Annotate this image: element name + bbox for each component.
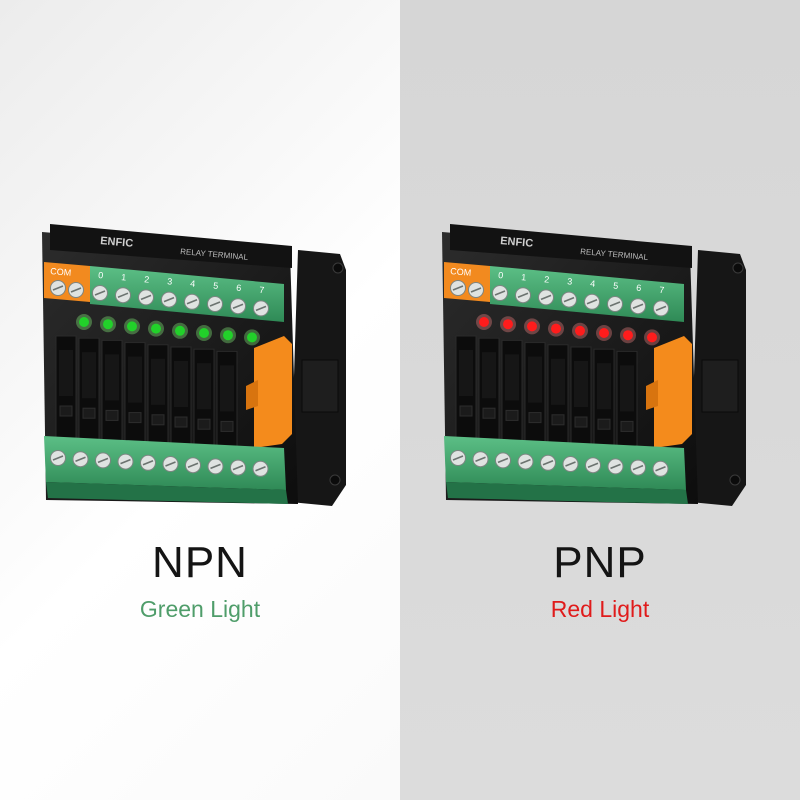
- release-lever: [254, 336, 292, 448]
- led-7: [247, 332, 257, 343]
- din-clip: [301, 359, 339, 413]
- relay-print-1: [482, 352, 496, 399]
- bottom-terminal-edge: [446, 482, 688, 504]
- channel-label-3: 3: [567, 276, 573, 286]
- relay-print-2: [105, 354, 119, 401]
- relay-ul-mark-2: [505, 409, 519, 421]
- led-0: [79, 317, 89, 327]
- relay-print-0: [459, 350, 473, 396]
- relay-print-4: [551, 358, 565, 405]
- bottom-terminal-edge: [46, 482, 288, 504]
- channel-label-2: 2: [144, 274, 150, 284]
- channel-label-5: 5: [213, 281, 219, 291]
- channel-label-4: 4: [190, 278, 196, 288]
- lever-handle: [646, 380, 658, 410]
- pnp-subtitle: Red Light: [550, 596, 650, 622]
- relay-print-5: [574, 361, 588, 407]
- channel-label-5: 5: [613, 281, 619, 291]
- channel-label-6: 6: [236, 283, 242, 293]
- relay-print-7: [220, 365, 234, 412]
- mount-screw-bottom: [329, 474, 341, 486]
- mount-screw-top: [332, 262, 344, 274]
- relay-ul-mark-4: [551, 414, 565, 426]
- relay-ul-mark-0: [459, 405, 473, 417]
- channel-label-2: 2: [544, 274, 550, 284]
- mount-screw-bottom: [729, 474, 741, 486]
- channel-label-1: 1: [121, 272, 127, 282]
- led-5: [599, 328, 609, 338]
- din-clip: [701, 359, 739, 413]
- com-label: COM: [50, 266, 72, 278]
- led-3: [551, 323, 561, 334]
- label-strip: [450, 224, 692, 268]
- lever-handle: [246, 380, 258, 410]
- channel-label-7: 7: [259, 285, 265, 295]
- led-2: [127, 321, 137, 332]
- channel-label-6: 6: [636, 283, 642, 293]
- relay-ul-mark-6: [597, 418, 611, 430]
- led-4: [175, 325, 185, 336]
- relay-print-6: [197, 363, 211, 410]
- led-4: [575, 325, 585, 336]
- npn-subtitle: Green Light: [139, 596, 261, 622]
- relay-print-4: [151, 358, 165, 405]
- led-1: [503, 319, 513, 330]
- brand-logo: ENFIC: [100, 235, 134, 250]
- relay-ul-mark-2: [105, 409, 119, 421]
- npn-title: NPN: [152, 538, 248, 587]
- led-7: [647, 332, 657, 343]
- relay-ul-mark-4: [151, 414, 165, 426]
- relay-ul-mark-3: [528, 412, 542, 424]
- channel-label-0: 0: [498, 270, 504, 280]
- relay-print-7: [620, 365, 634, 412]
- led-5: [199, 328, 209, 338]
- relay-print-6: [597, 363, 611, 410]
- relay-ul-mark-5: [574, 416, 588, 428]
- relay-ul-mark-6: [197, 418, 211, 430]
- channel-label-7: 7: [659, 285, 665, 295]
- relay-ul-mark-0: [59, 405, 73, 417]
- channel-label-4: 4: [590, 278, 596, 288]
- relay-print-2: [505, 354, 519, 401]
- relay-print-5: [174, 361, 188, 407]
- relay-ul-mark-1: [482, 407, 496, 419]
- led-6: [623, 330, 633, 341]
- channel-label-3: 3: [167, 276, 173, 286]
- release-lever: [654, 336, 692, 448]
- mount-screw-top: [732, 262, 744, 274]
- led-0: [479, 317, 489, 327]
- label-strip: [50, 224, 292, 268]
- relay-ul-mark-5: [174, 416, 188, 428]
- relay-print-0: [59, 350, 73, 396]
- channel-label-0: 0: [98, 270, 104, 280]
- relay-print-1: [82, 352, 96, 399]
- relay-ul-mark-3: [128, 412, 142, 424]
- led-1: [103, 319, 113, 330]
- brand-logo: ENFIC: [500, 235, 534, 250]
- pnp-title: PNP: [553, 538, 647, 587]
- relay-ul-mark-7: [220, 420, 234, 432]
- relay-ul-mark-1: [82, 407, 96, 419]
- relay-print-3: [128, 356, 142, 403]
- com-label: COM: [450, 266, 472, 278]
- channel-label-1: 1: [521, 272, 527, 282]
- relay-print-3: [528, 356, 542, 403]
- led-3: [151, 323, 161, 334]
- led-6: [223, 330, 233, 341]
- led-2: [527, 321, 537, 332]
- relay-ul-mark-7: [620, 420, 634, 432]
